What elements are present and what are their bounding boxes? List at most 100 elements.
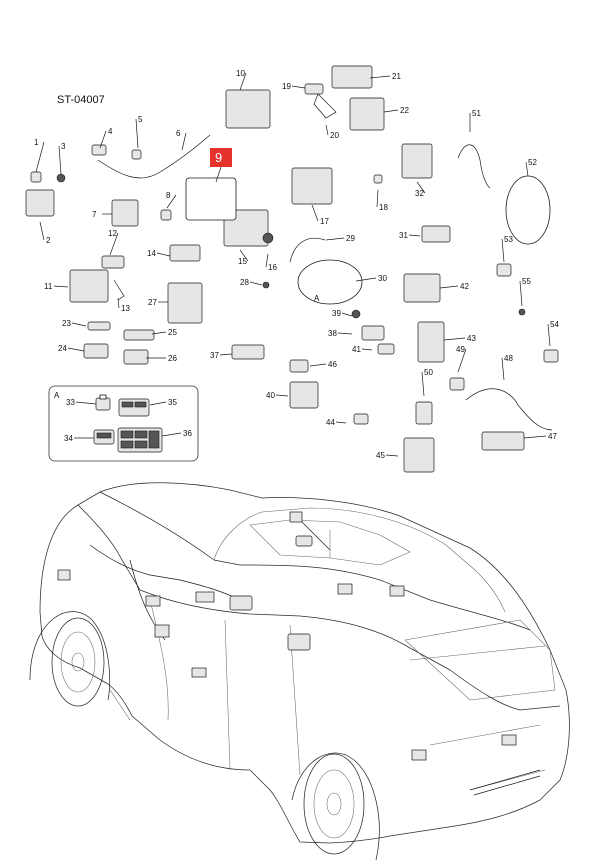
callout-51: 51: [472, 109, 481, 118]
part-9: [185, 177, 237, 221]
part-23: [87, 321, 111, 331]
part-12: [101, 255, 125, 269]
part-49: [449, 377, 465, 391]
callout-48: 48: [504, 354, 513, 363]
callout-43: 43: [467, 334, 476, 343]
callout-39: 39: [332, 309, 341, 318]
callout-8: 8: [166, 191, 171, 200]
callout-5: 5: [138, 115, 143, 124]
leader-lines: [35, 72, 551, 457]
part-27: [167, 282, 203, 324]
leader-29: [325, 237, 345, 241]
leader-6: [181, 132, 187, 151]
callout-24: 24: [58, 344, 67, 353]
leader-38: [337, 332, 353, 335]
callout-7: 7: [92, 210, 97, 219]
part-22: [349, 97, 385, 131]
callout-11: 11: [44, 282, 53, 291]
part-16: [262, 232, 274, 244]
inset-label-a: A: [54, 391, 60, 400]
leader-33: [75, 401, 97, 405]
callout-16: 16: [268, 263, 277, 272]
callout-6: 6: [176, 129, 181, 138]
callout-31: 31: [399, 231, 408, 240]
leader-43: [443, 337, 466, 341]
part-2: [25, 189, 55, 217]
callout-34: 34: [64, 434, 73, 443]
leader-32: [416, 181, 426, 194]
part-14: [169, 244, 201, 262]
callout-28: 28: [240, 278, 249, 287]
leader-30: [355, 277, 377, 282]
leader-12: [109, 232, 119, 256]
leader-39: [341, 312, 353, 317]
part-6: [97, 134, 211, 179]
leader-3: [58, 145, 62, 175]
callout-26: 26: [168, 354, 177, 363]
leader-15: [239, 249, 249, 262]
leader-53: [501, 238, 505, 263]
leader-10: [239, 72, 247, 91]
callout-4: 4: [108, 127, 113, 136]
part-38: [361, 325, 385, 341]
callout-36: 36: [183, 429, 192, 438]
part-31: [421, 225, 451, 243]
callout-52: 52: [528, 158, 537, 167]
leader-54: [547, 323, 551, 347]
leader-36: [161, 432, 182, 437]
callout-25: 25: [168, 328, 177, 337]
callout-14: 14: [147, 249, 156, 258]
leader-2: [39, 221, 45, 241]
callout-33: 33: [66, 398, 75, 407]
callout-32: 32: [415, 189, 424, 198]
part-5: [131, 149, 142, 160]
part-30: [297, 259, 363, 305]
leader-5: [135, 118, 139, 149]
leader-44: [335, 421, 347, 424]
leader-55: [519, 280, 523, 307]
leader-20: [325, 124, 329, 136]
part-25: [123, 329, 155, 341]
leader-21: [369, 75, 391, 79]
leader-1: [35, 141, 45, 173]
callout-27: 27: [148, 298, 157, 307]
part-32: [401, 143, 433, 179]
callout-35: 35: [168, 398, 177, 407]
callout-38: 38: [328, 329, 337, 338]
callout-46: 46: [328, 360, 337, 369]
leader-23: [71, 322, 87, 327]
leader-8: [166, 194, 177, 209]
callout-21: 21: [392, 72, 401, 81]
part-43: [417, 321, 445, 363]
diagram-code: ST-04007: [57, 94, 105, 106]
part-53: [496, 263, 512, 277]
callout-labels: 1234567810111213141516171819202122232425…: [34, 69, 559, 460]
part-55: [518, 308, 526, 316]
part-3: [56, 173, 66, 183]
part-50: [415, 401, 433, 425]
part-13: [113, 279, 125, 301]
detail-marker-a: A: [314, 294, 320, 303]
leader-14: [156, 252, 171, 257]
highlight-label: 9: [215, 150, 222, 165]
part-21: [331, 65, 373, 89]
callout-22: 22: [400, 106, 409, 115]
inset-box-a: A: [48, 385, 199, 462]
callout-15: 15: [238, 257, 247, 266]
part-45: [403, 437, 435, 473]
leader-48: [501, 357, 505, 381]
callout-47: 47: [548, 432, 557, 441]
part-39: [351, 309, 361, 319]
vehicle-outline: [29, 482, 570, 861]
part-11: [69, 269, 109, 303]
callout-55: 55: [522, 277, 531, 286]
leader-13: [117, 297, 120, 309]
callout-53: 53: [504, 235, 513, 244]
callout-40: 40: [266, 391, 275, 400]
part-37: [231, 344, 265, 360]
part-52: [505, 175, 551, 245]
leader-11: [53, 285, 69, 288]
leader-46: [309, 363, 327, 367]
part-1: [30, 171, 42, 183]
